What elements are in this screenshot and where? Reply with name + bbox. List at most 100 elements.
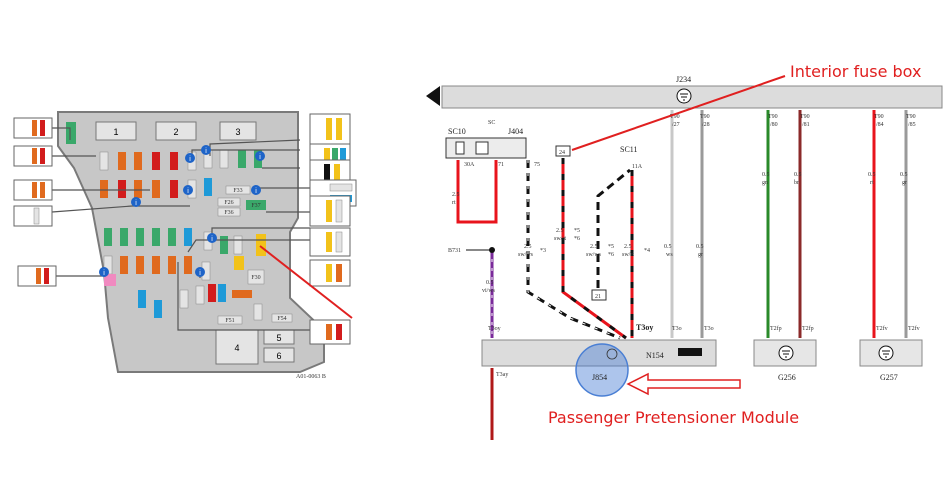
- svg-text:i: i: [199, 270, 201, 277]
- callout-box: [309, 113, 351, 145]
- pointer-arrow-left-icon: [626, 372, 741, 396]
- gauge-label: 0.5: [664, 244, 672, 250]
- relay-1-label: 1: [113, 127, 118, 137]
- fuse-f51: F51: [217, 315, 243, 325]
- relay-2: 2: [155, 121, 197, 141]
- g257-label: G257: [880, 373, 898, 382]
- pin-label: /27: [672, 122, 680, 128]
- info-icon: i: [251, 185, 261, 195]
- fuse-71-label: 71: [498, 162, 504, 168]
- color-label: sw/ws: [586, 252, 602, 258]
- pin-label: T2fv: [876, 325, 888, 332]
- info-icon: i: [185, 153, 195, 163]
- fuse-f33-label: F33: [233, 188, 242, 194]
- color-label: sw/rt: [554, 236, 566, 242]
- fuse-30a-label: 30A: [464, 162, 475, 168]
- relay-3-label: 3: [235, 127, 240, 137]
- box-21: 21: [591, 289, 607, 301]
- callout-box: [13, 179, 53, 201]
- relay-6: 6: [263, 347, 295, 363]
- callout-box: [309, 227, 351, 257]
- gauge-label: 0.5: [900, 172, 908, 178]
- pin-label: T3o: [672, 326, 682, 332]
- g256-label: G256: [778, 373, 796, 382]
- sc11-label: SC11: [620, 145, 638, 154]
- fuse-f54: F54: [271, 313, 293, 323]
- box-24: 24: [555, 145, 571, 157]
- gauge-label: 2.5: [590, 244, 598, 250]
- ground-symbol-icon: [606, 348, 618, 360]
- fuse-f37: F37: [246, 200, 266, 210]
- fuse-f37-label: F37: [251, 203, 260, 209]
- pin-label: T90: [670, 114, 680, 120]
- relay-2-label: 2: [173, 127, 178, 137]
- fuse-f36: F36: [217, 207, 241, 217]
- color-label: br: [794, 180, 799, 186]
- j234-label: J234: [676, 75, 691, 84]
- ground-symbol-icon: [778, 345, 794, 361]
- module-g256: G256: [753, 339, 817, 382]
- callout-box: [17, 265, 57, 287]
- box-21-label: 21: [595, 294, 601, 300]
- pin-label: T2fp: [802, 325, 814, 332]
- footnote-mark: *3: [540, 248, 546, 254]
- gauge-label: 2.5: [624, 244, 632, 250]
- pin-label: T3ay: [496, 372, 508, 378]
- gauge-label: 0.5: [794, 172, 802, 178]
- fuse-f54-label: F54: [277, 316, 286, 322]
- relay-5: 5: [263, 329, 295, 345]
- callout-box: [309, 195, 351, 227]
- info-icon: i: [99, 267, 109, 277]
- fuse-f26-label: F26: [224, 200, 233, 206]
- color-label: gr: [902, 180, 907, 186]
- callout-box: [13, 205, 53, 227]
- module-j854-highlight: J854: [575, 343, 629, 397]
- footnote-mark: *6: [574, 236, 580, 242]
- info-icon: i: [255, 151, 265, 161]
- callout-box: [13, 117, 53, 139]
- j854-label: J854: [592, 373, 607, 382]
- bus-j234: J234: [426, 75, 943, 109]
- relay-1: 1: [95, 121, 137, 141]
- svg-text:i: i: [189, 156, 191, 163]
- color-label: gn: [762, 180, 768, 186]
- fuse-f26: F26: [217, 197, 241, 207]
- interior-fuse-box-label: Interior fuse box: [790, 62, 921, 81]
- color-label: rt: [870, 180, 874, 186]
- fuse-box: 1 2 3 4 5 6: [13, 111, 357, 380]
- svg-text:i: i: [135, 200, 137, 207]
- gauge-label: 0.5: [762, 172, 770, 178]
- fuse-f33: F33: [225, 185, 251, 195]
- fuse-f30-label: F30: [251, 275, 260, 281]
- relay-5-label: 5: [276, 333, 281, 343]
- pin-label: T90: [874, 114, 884, 120]
- ground-symbol-icon: [878, 345, 894, 361]
- wires: [456, 110, 908, 440]
- pin-label: T90: [800, 114, 810, 120]
- callouts-right: [309, 113, 357, 345]
- svg-text:i: i: [211, 236, 213, 243]
- fuse-box-pointer-line: [571, 75, 786, 151]
- svg-text:i: i: [205, 148, 207, 155]
- info-icon: i: [201, 145, 211, 155]
- info-icon: i: [183, 185, 193, 195]
- footnote-mark: *4: [644, 248, 650, 254]
- gauge-label: 2.5: [452, 192, 460, 198]
- relay-4: 4: [215, 329, 259, 365]
- ground-symbol-icon: [676, 88, 692, 104]
- fuse-11a-label: 11A: [632, 164, 643, 170]
- gauge-label: 2.5: [556, 228, 564, 234]
- connector-plug: [678, 348, 702, 356]
- callout-box: [309, 259, 351, 287]
- pin-label: T90: [906, 114, 916, 120]
- relay-3: 3: [219, 121, 257, 141]
- footnote-mark: *5: [608, 244, 614, 250]
- pin-label: T90: [700, 114, 710, 120]
- pin-label: T2fv: [908, 325, 920, 332]
- arrow-left-icon: [426, 86, 440, 106]
- svg-text:i: i: [103, 270, 105, 277]
- sc10-label: SC10: [448, 127, 466, 136]
- color-label: sw/rt: [622, 252, 634, 258]
- gauge-label: 0.5: [868, 172, 876, 178]
- fuse-pointer-line: [259, 245, 353, 319]
